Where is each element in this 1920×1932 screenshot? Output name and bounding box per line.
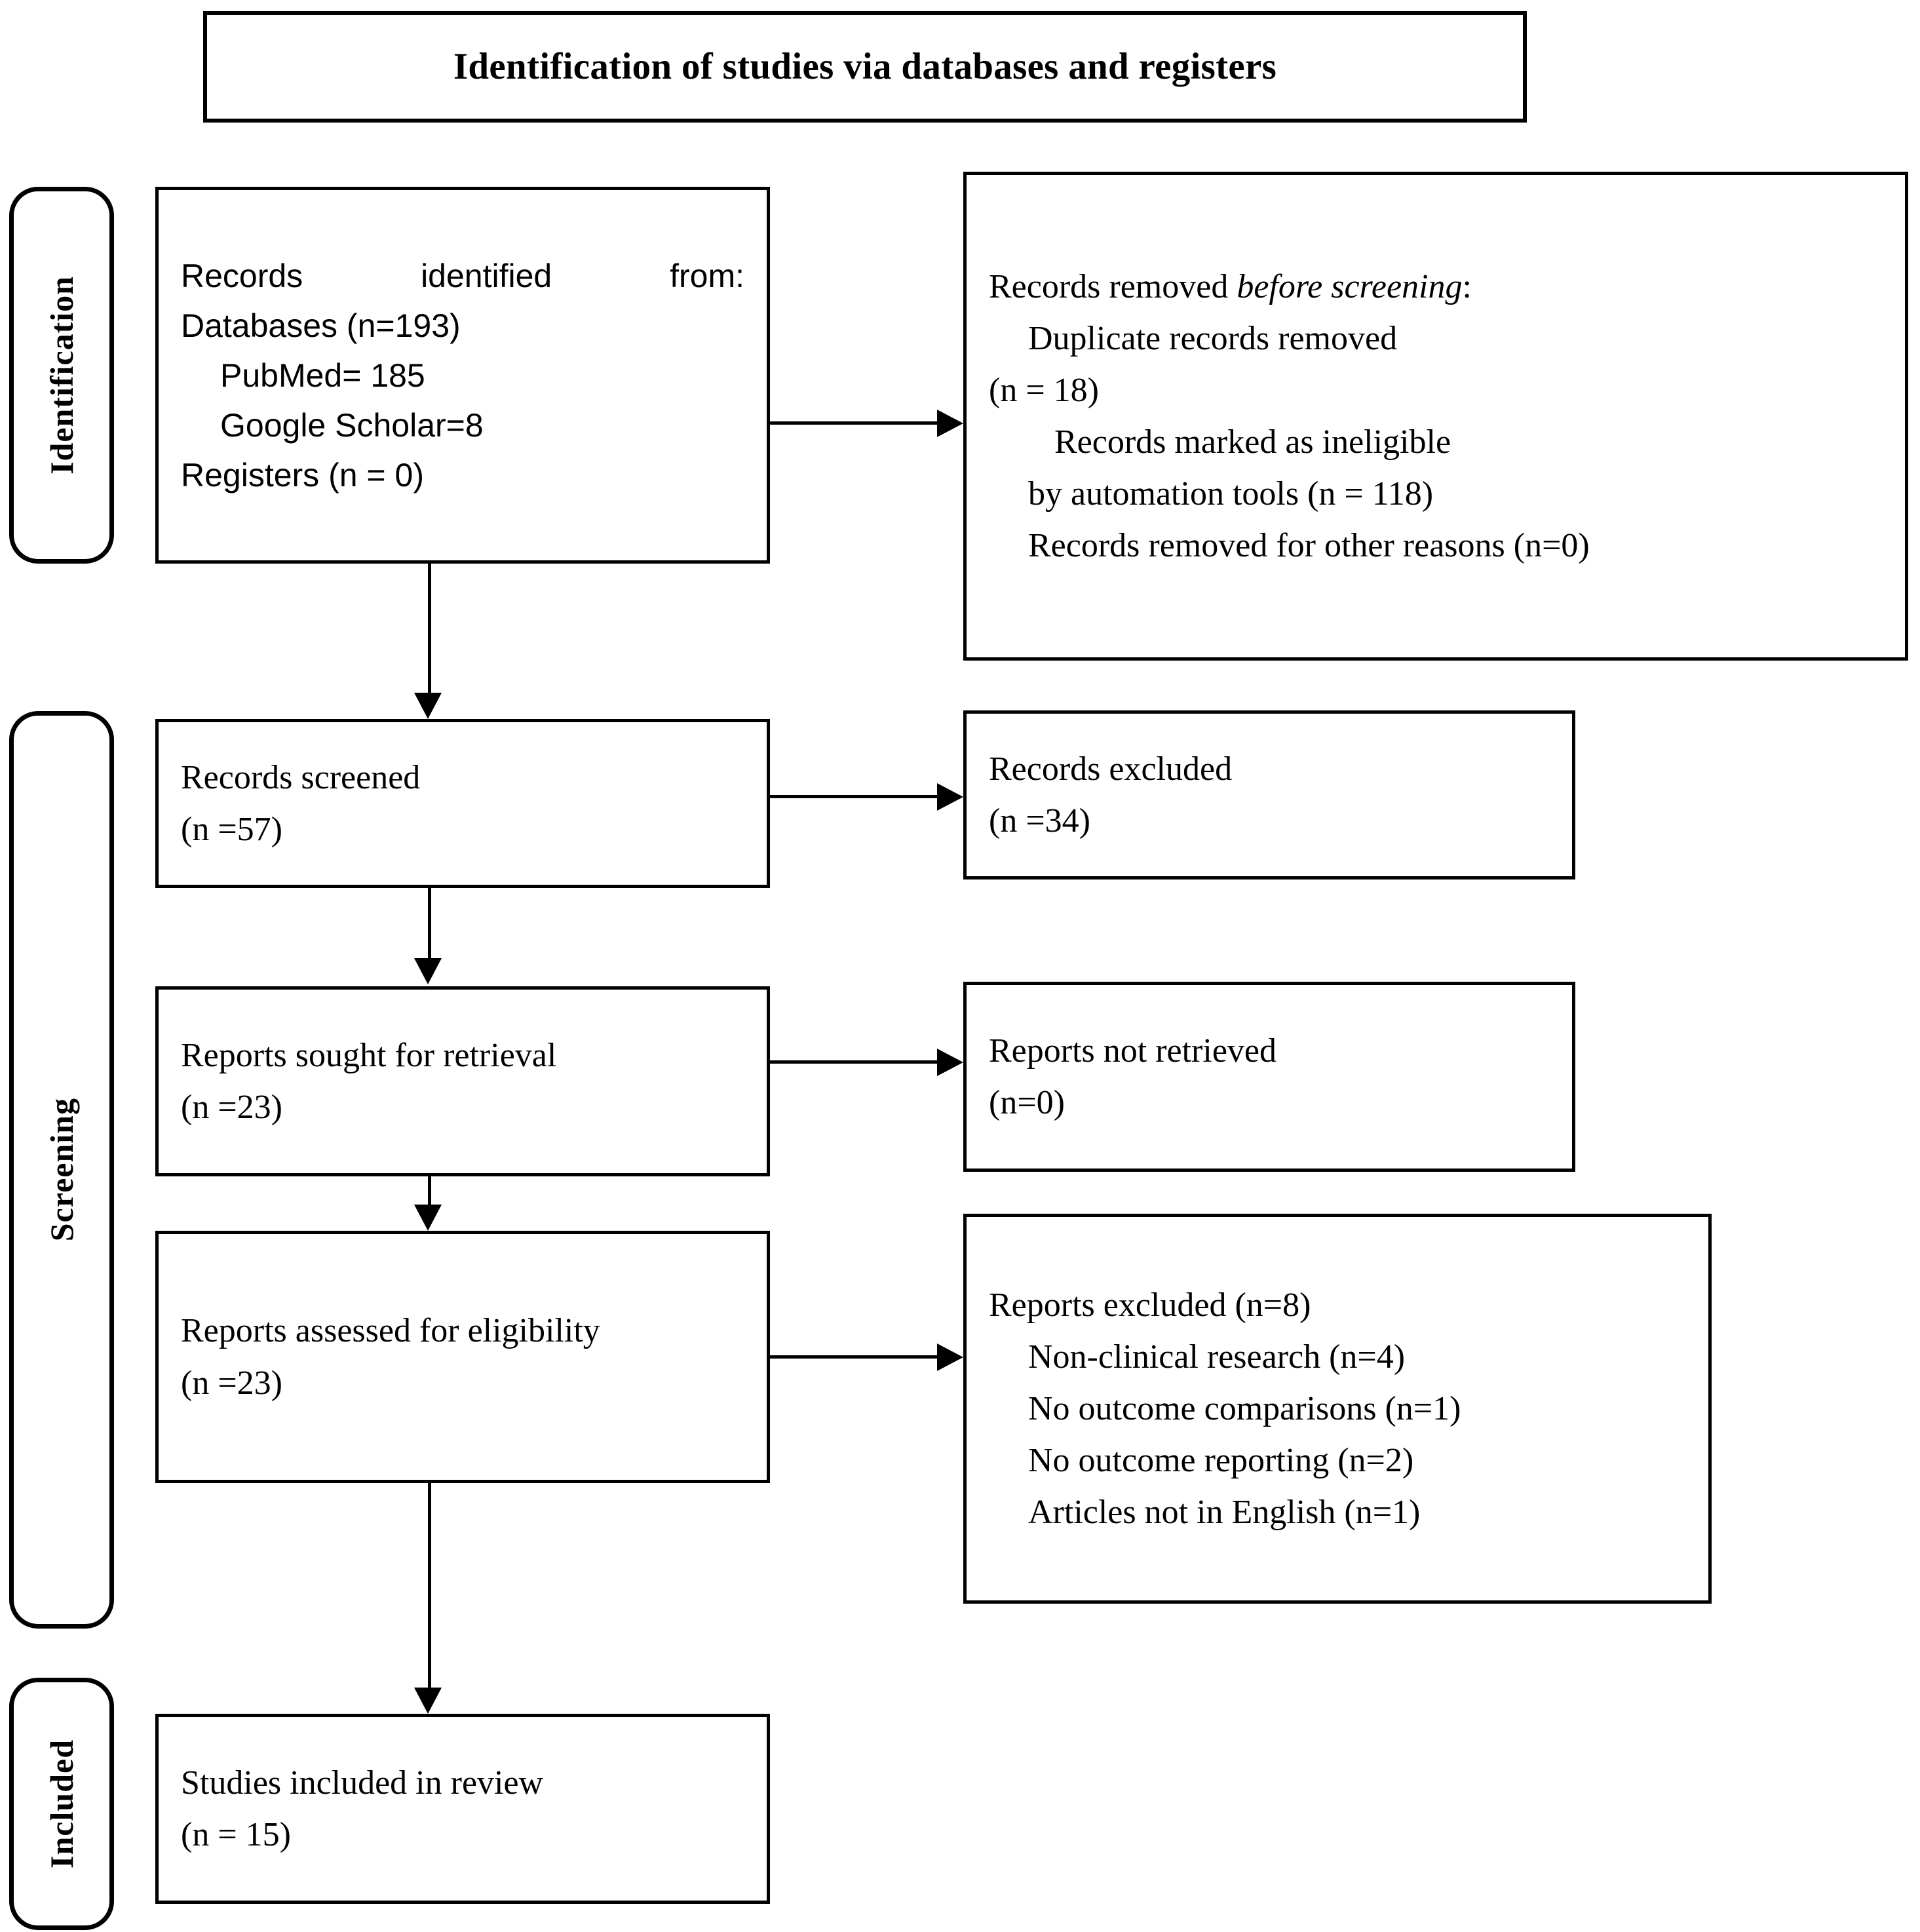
box-records-identified: Records identified from: Databases (n=19…	[155, 187, 770, 564]
stage-label-identification: Identification	[43, 276, 80, 474]
box-studies-included-in-review: Studies included in review (n = 15)	[155, 1714, 770, 1904]
connector-eligibility-to-reports-excluded	[770, 1355, 939, 1359]
arrow-right-icon-identified-to-removed	[937, 410, 963, 437]
records-removed-other-reasons: Records removed for other reasons (n=0)	[1028, 527, 1590, 565]
box-records-screened: Records screened (n =57)	[155, 719, 770, 888]
connector-sought-to-not-retrieved	[770, 1060, 939, 1064]
box-reports-assessed-for-eligibility: Reports assessed for eligibility (n =23)	[155, 1231, 770, 1483]
records-identified-heading-part2: identified	[421, 257, 552, 294]
reports-not-retrieved-label: Reports not retrieved	[989, 1032, 1277, 1070]
reports-sought-label: Reports sought for retrieval	[181, 1036, 557, 1074]
box-reports-not-retrieved: Reports not retrieved (n=0)	[963, 982, 1575, 1172]
arrow-right-icon-sought-to-not-retrieved	[937, 1049, 963, 1076]
box-records-excluded: Records excluded (n =34)	[963, 710, 1575, 879]
reports-excluded-reason-non-clinical: Non-clinical research (n=4)	[1028, 1338, 1406, 1376]
connector-eligibility-to-included	[428, 1483, 431, 1690]
records-excluded-count: (n =34)	[989, 802, 1090, 840]
records-identified-registers: Registers (n = 0)	[181, 456, 424, 493]
diagram-title: Identification of studies via databases …	[453, 45, 1277, 87]
stage-rail-identification: Identification	[9, 187, 114, 564]
arrow-right-icon-screened-to-records-excluded	[937, 783, 963, 811]
arrow-down-icon-identified-to-screened	[414, 693, 442, 719]
arrow-down-icon-sought-to-eligibility	[414, 1205, 442, 1231]
studies-included-label: Studies included in review	[181, 1764, 544, 1802]
reports-sought-count: (n =23)	[181, 1089, 282, 1126]
reports-excluded-reason-not-english: Articles not in English (n=1)	[1028, 1494, 1421, 1532]
reports-eligibility-count: (n =23)	[181, 1364, 282, 1402]
connector-sought-to-eligibility	[428, 1176, 431, 1206]
connector-screened-to-records-excluded	[770, 795, 939, 798]
records-removed-duplicate: Duplicate records removed	[1028, 319, 1398, 357]
records-identified-pubmed: PubMed= 185	[220, 357, 425, 394]
records-removed-heading: Records removed before screening:	[989, 261, 1883, 313]
records-excluded-label: Records excluded	[989, 750, 1233, 788]
reports-excluded-reason-no-comparisons: No outcome comparisons (n=1)	[1028, 1389, 1461, 1427]
records-screened-label: Records screened	[181, 758, 421, 796]
records-identified-databases: Databases (n=193)	[181, 307, 461, 344]
records-identified-heading-part3: from:	[670, 257, 744, 294]
records-identified-google-scholar: Google Scholar=8	[220, 406, 484, 444]
stage-rail-included: Included	[9, 1678, 114, 1930]
stage-label-included: Included	[43, 1739, 80, 1868]
arrow-down-icon-screened-to-sought	[414, 958, 442, 984]
diagram-title-box: Identification of studies via databases …	[203, 11, 1527, 123]
connector-identified-to-removed	[770, 421, 939, 425]
reports-excluded-reason-no-reporting: No outcome reporting (n=2)	[1028, 1442, 1414, 1480]
records-removed-heading-italic: before screening	[1237, 267, 1463, 305]
stage-rail-screening: Screening	[9, 711, 114, 1629]
records-removed-heading-suffix: :	[1462, 267, 1472, 305]
arrow-down-icon-eligibility-to-included	[414, 1688, 442, 1714]
connector-identified-to-screened	[428, 564, 431, 695]
records-identified-heading: Records identified from:	[181, 251, 744, 301]
records-removed-automation-tools: by automation tools (n = 118)	[1028, 475, 1434, 513]
arrow-right-icon-eligibility-to-reports-excluded	[937, 1343, 963, 1371]
studies-included-count: (n = 15)	[181, 1816, 291, 1853]
box-records-removed-before-screening: Records removed before screening: Duplic…	[963, 172, 1908, 661]
reports-eligibility-label: Reports assessed for eligibility	[181, 1312, 600, 1350]
box-reports-sought-for-retrieval: Reports sought for retrieval (n =23)	[155, 986, 770, 1176]
records-removed-heading-prefix: Records removed	[989, 267, 1237, 305]
stage-label-screening: Screening	[43, 1098, 80, 1242]
records-removed-ineligible: Records marked as ineligible	[1054, 423, 1451, 461]
reports-not-retrieved-count: (n=0)	[989, 1084, 1065, 1121]
connector-screened-to-sought	[428, 888, 431, 960]
records-removed-duplicate-count: (n = 18)	[989, 371, 1099, 409]
reports-excluded-heading: Reports excluded (n=8)	[989, 1286, 1311, 1324]
records-screened-count: (n =57)	[181, 811, 282, 848]
box-reports-excluded: Reports excluded (n=8) Non-clinical rese…	[963, 1214, 1712, 1604]
records-identified-heading-part1: Records	[181, 257, 303, 294]
